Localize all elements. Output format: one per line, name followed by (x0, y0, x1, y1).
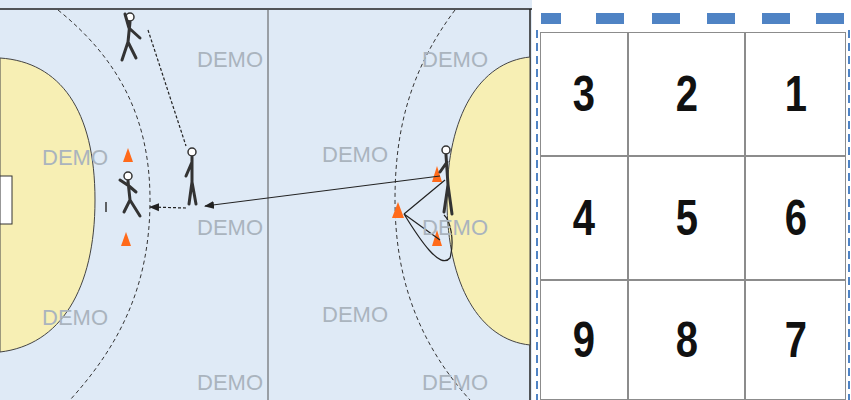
goal-zone-cell: 4 (540, 156, 628, 280)
zone-number: 1 (784, 65, 806, 123)
zone-number: 3 (573, 65, 595, 123)
zone-number: 2 (675, 65, 697, 123)
watermark: DEMO (422, 215, 488, 241)
goal-zone-cell: 7 (745, 280, 846, 400)
goal-zone-cell: 3 (540, 32, 628, 156)
watermark: DEMO (197, 370, 263, 396)
watermark: DEMO (42, 305, 108, 331)
goal-zone-cell: 6 (745, 156, 846, 280)
goal-zone-cell: 1 (745, 32, 846, 156)
goal-zone-cell: 9 (540, 280, 628, 400)
cones (121, 148, 442, 246)
zone-number: 6 (784, 189, 806, 247)
zone-number: 4 (573, 189, 595, 247)
goal-zone-cell: 8 (628, 280, 745, 400)
watermark: DEMO (322, 142, 388, 168)
zone-number: 7 (784, 311, 806, 369)
goal-post-stripes (541, 13, 844, 24)
goal-zone-cell: 5 (628, 156, 745, 280)
goal-area (447, 57, 530, 345)
watermark: DEMO (197, 215, 263, 241)
court-floor (0, 0, 532, 400)
goal-zone-cell: 2 (628, 32, 745, 156)
watermark: DEMO (322, 302, 388, 328)
players (120, 13, 452, 216)
zone-number: 5 (675, 189, 697, 247)
zone-number: 8 (675, 311, 697, 369)
watermark: DEMO (197, 47, 263, 73)
zone-number: 9 (573, 311, 595, 369)
watermark: DEMO (42, 145, 108, 171)
watermark: DEMO (422, 47, 488, 73)
watermark: DEMO (422, 370, 488, 396)
